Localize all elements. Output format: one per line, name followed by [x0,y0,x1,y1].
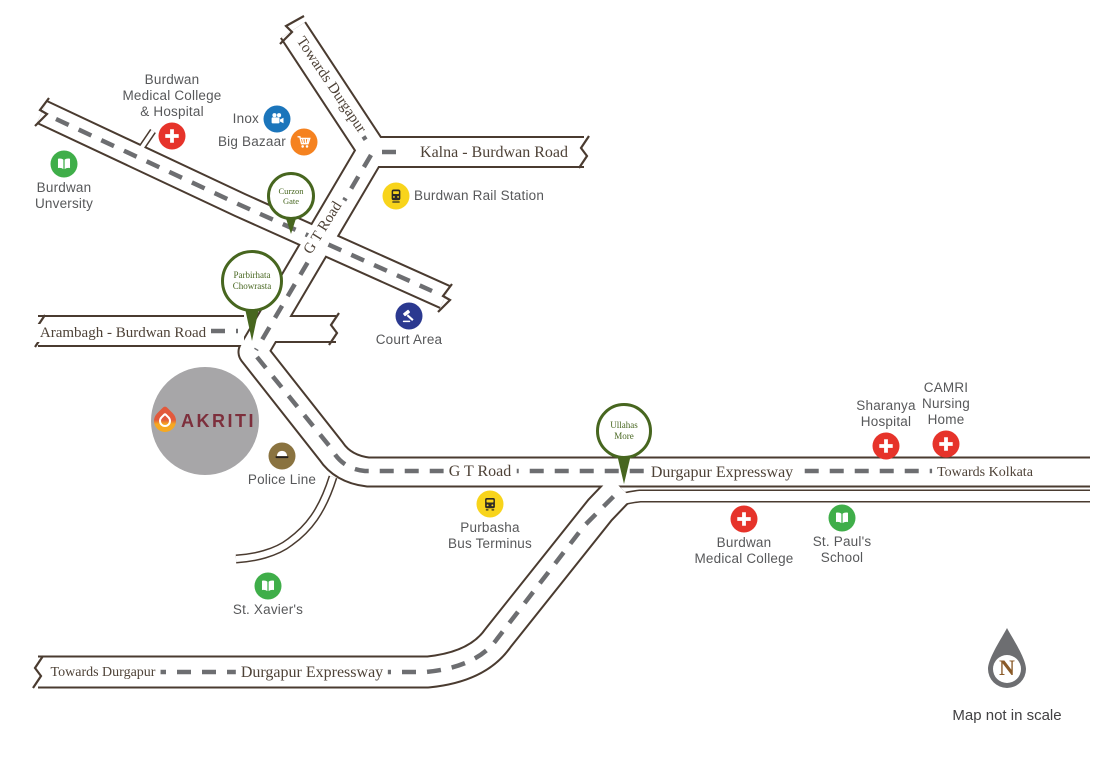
poi-label: Police Line [247,472,317,487]
poi-label: St. Paul's School [812,534,872,565]
cinema-camera-icon [263,105,291,133]
poi-label: Sharanya Hospital [856,398,916,429]
poi-label: Burdwan Rail Station [414,188,545,203]
shopping-cart-icon [290,128,318,156]
poi-label: Burdwan Medical College & Hospital [122,72,222,119]
police-cap-icon [268,442,296,470]
hospital-icon [730,505,758,533]
road-label-durgapur-expressway-bottom: Durgapur Expressway [235,664,389,682]
map-scale-note: Map not in scale [952,707,1062,724]
road-label-towards-durgapur-bottom: Towards Durgapur [45,664,161,682]
poi-label: CAMRI Nursing Home [922,380,970,427]
akriti-wordmark: AKRITI [181,410,256,431]
hospital-icon [158,122,186,150]
road-label-gt-road: G T Road [443,463,517,481]
bus-icon [476,490,504,518]
hospital-icon [932,430,960,458]
akriti-flame-icon [149,405,181,437]
pin-label: Curzon Gate [267,172,315,220]
road-label-durgapur-expressway: Durgapur Expressway [645,464,799,482]
book-icon [828,504,856,532]
train-icon [382,182,410,210]
road-label-kalna-burdwan-road: Kalna - Burdwan Road [415,144,573,162]
pin-label: Ullahas More [596,403,652,459]
akriti-disc: AKRITI [149,367,259,475]
poi-label: Court Area [375,332,443,347]
pin-label: Parbirhata Chowrasta [221,250,283,312]
poi-label: Big Bazaar [217,134,286,149]
poi-label: St. Xavier's [232,602,304,617]
gavel-icon [395,302,423,330]
poi-label: Inox [232,111,259,126]
road-label-arambagh-burdwan-road: Arambagh - Burdwan Road [34,324,212,342]
road-label-towards-kolkata: Towards Kolkata [932,464,1038,482]
hospital-icon [872,432,900,460]
book-icon [50,150,78,178]
poi-label: Burdwan Unversity [34,180,94,211]
north-indicator: N Map not in scale [952,627,1062,724]
poi-label: Burdwan Medical College [694,535,794,566]
north-letter: N [999,654,1015,680]
poi-label: Purbasha Bus Terminus [448,520,532,551]
north-arrow-icon [988,628,1026,688]
book-icon [254,572,282,600]
